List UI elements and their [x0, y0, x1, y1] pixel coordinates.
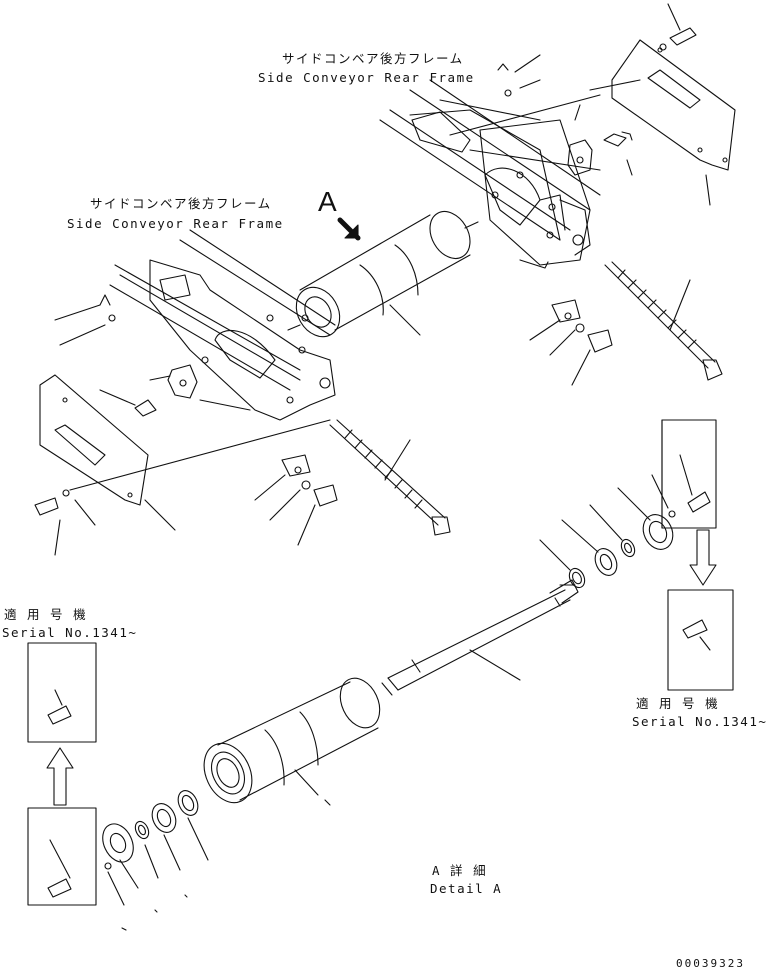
- drawing-code: 00039323: [676, 957, 745, 970]
- right-serial-box-upper: [662, 420, 716, 528]
- left-serial-label-jp: 適 用 号 機: [4, 607, 88, 622]
- lower-bracket-parts: [255, 455, 337, 545]
- left-serial-box-lower: [28, 808, 96, 905]
- roller-tube-exploded: [195, 672, 387, 811]
- view-a-marker: A: [318, 186, 337, 217]
- shaft-right-components: [540, 455, 710, 590]
- detail-label-en: Detail A: [430, 881, 503, 896]
- lower-rear-frame: [35, 230, 335, 555]
- right-serial-box-lower: [668, 590, 733, 690]
- view-a-arrow: [340, 220, 358, 238]
- detail-label-jp: A 詳 細: [432, 863, 488, 878]
- shaft-left-components: [97, 787, 208, 930]
- left-serial-label-en: Serial No.1341~: [2, 625, 138, 640]
- right-serial-label-en: Serial No.1341~: [632, 714, 768, 729]
- right-serial-label-jp: 適 用 号 機: [636, 696, 720, 711]
- left-arrow-up: [47, 748, 73, 805]
- upper-frame-label-jp: サイドコンベア後方フレーム: [282, 51, 464, 66]
- lower-frame-label-jp: サイドコンベア後方フレーム: [90, 196, 272, 211]
- upper-tension-rod: [605, 262, 722, 380]
- lower-frame-label-en: Side Conveyor Rear Frame: [67, 216, 284, 231]
- upper-bracket-parts: [530, 300, 612, 385]
- left-serial-box-upper: [28, 643, 96, 742]
- conveyor-roller-assembled: [288, 204, 478, 344]
- lower-tension-rod: [330, 420, 450, 535]
- upper-rear-frame: [380, 4, 735, 268]
- upper-frame-label-en: Side Conveyor Rear Frame: [258, 70, 475, 85]
- right-arrow-down: [690, 530, 716, 585]
- shaft-exploded: [382, 580, 578, 695]
